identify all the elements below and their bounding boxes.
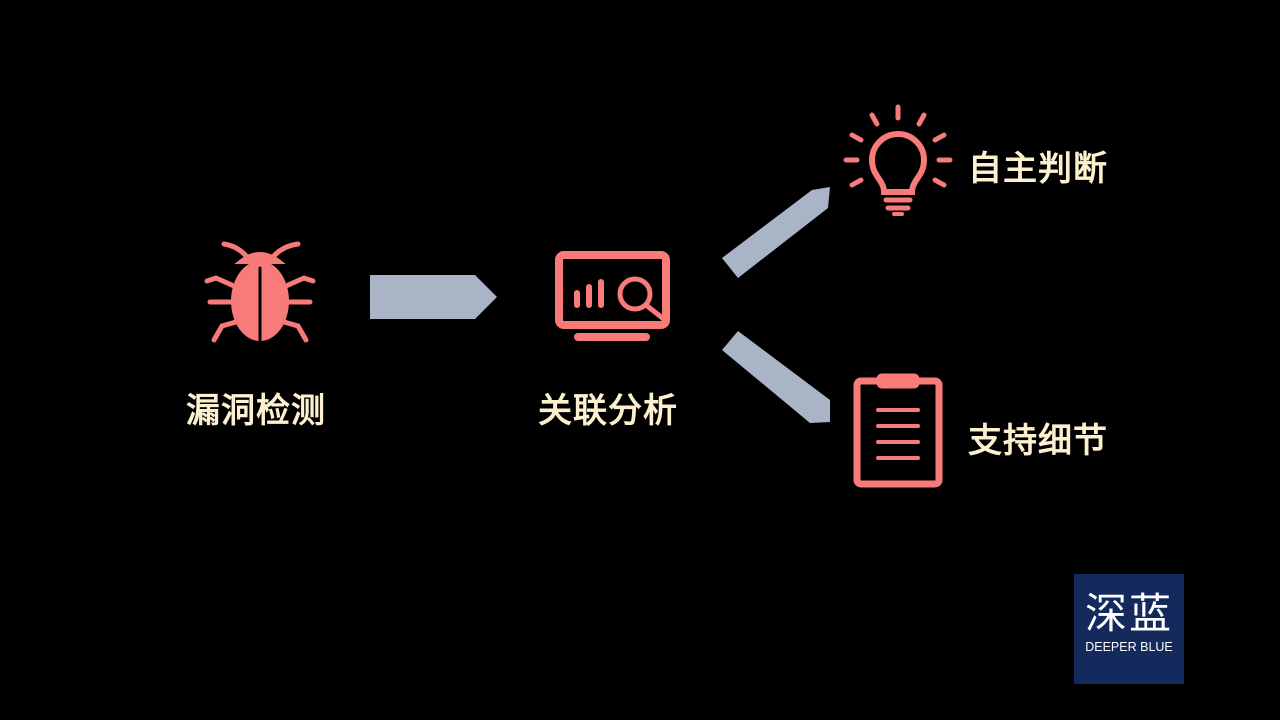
node-label-support: 支持细节 — [968, 421, 1108, 461]
clipboard-icon — [853, 373, 943, 488]
arrow-analyze-to-judge — [722, 187, 830, 278]
node-label-analyze: 关联分析 — [538, 391, 678, 431]
deeper-blue-logo: 深蓝 DEEPER BLUE — [1074, 574, 1184, 684]
node-label-judge: 自主判断 — [968, 149, 1108, 189]
node-label-detect: 漏洞检测 — [186, 391, 326, 431]
lightbulb-icon — [843, 104, 953, 216]
monitor-analytics-icon — [555, 251, 670, 341]
bug-icon — [204, 241, 316, 346]
logo-cn-text: 深蓝 — [1084, 589, 1173, 638]
arrow-detect-to-analyze — [370, 275, 497, 319]
arrow-analyze-to-support — [722, 331, 830, 423]
logo-en-text: DEEPER BLUE — [1085, 640, 1173, 654]
